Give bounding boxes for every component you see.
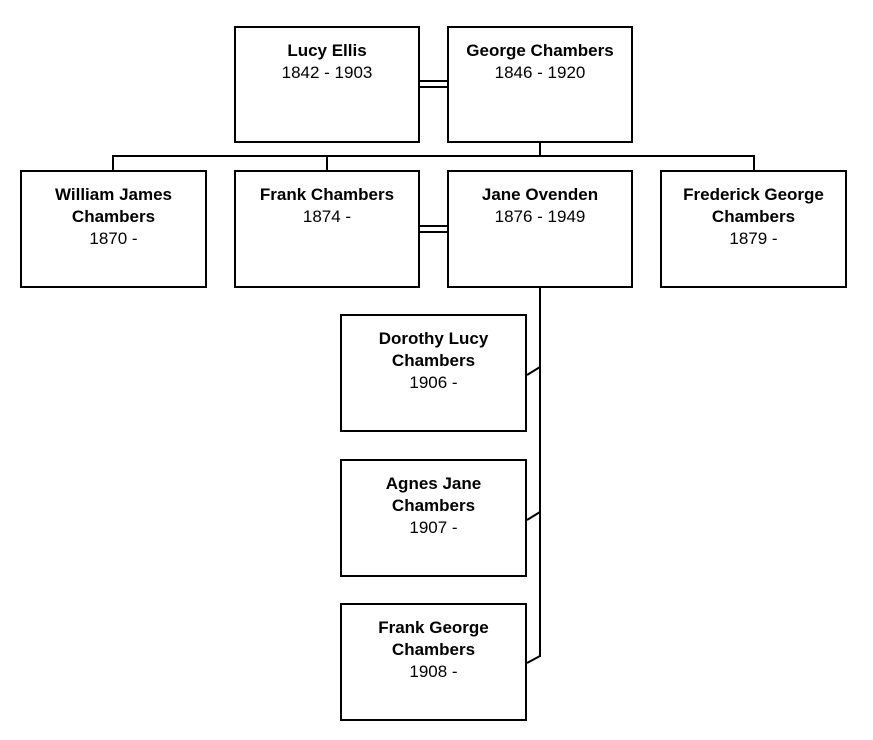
person-box-lucy-ellis[interactable]: Lucy Ellis 1842 - 1903 — [234, 26, 420, 143]
person-dates: 1870 - — [89, 229, 138, 248]
person-box-dorothy-lucy-chambers[interactable]: Dorothy Lucy Chambers 1906 - — [340, 314, 527, 432]
child-link-agnes — [526, 511, 541, 521]
person-name: Lucy Ellis — [287, 41, 367, 60]
person-dates: 1906 - — [409, 373, 458, 392]
person-name: Jane Ovenden — [481, 185, 599, 204]
child-link-dorothy — [526, 366, 541, 376]
person-name: Dorothy Lucy Chambers — [378, 329, 489, 370]
person-box-agnes-jane-chambers[interactable]: Agnes Jane Chambers 1907 - — [340, 459, 527, 577]
person-dates: 1846 - 1920 — [494, 63, 586, 82]
person-name: George Chambers — [466, 41, 614, 60]
person-name: Frederick George Chambers — [683, 185, 824, 226]
person-box-jane-ovenden[interactable]: Jane Ovenden 1876 - 1949 — [447, 170, 633, 288]
person-box-george-chambers[interactable]: George Chambers 1846 - 1920 — [447, 26, 633, 143]
person-dates: 1874 - — [302, 207, 352, 226]
person-box-frederick-george-chambers[interactable]: Frederick George Chambers 1879 - — [660, 170, 847, 288]
person-dates: 1907 - — [409, 518, 458, 537]
person-name: Frank George Chambers — [378, 618, 489, 659]
person-dates: 1908 - — [409, 662, 458, 681]
person-name: Agnes Jane Chambers — [385, 474, 482, 515]
person-box-frank-george-chambers[interactable]: Frank George Chambers 1908 - — [340, 603, 527, 721]
person-name: Frank Chambers — [259, 185, 395, 204]
person-box-william-james-chambers[interactable]: William James Chambers 1870 - — [20, 170, 207, 288]
person-box-frank-chambers[interactable]: Frank Chambers 1874 - — [234, 170, 420, 288]
person-name: William James Chambers — [54, 185, 173, 226]
child-link-frank-george — [526, 655, 541, 664]
person-dates: 1879 - — [729, 229, 778, 248]
person-dates: 1876 - 1949 — [494, 207, 586, 226]
person-dates: 1842 - 1903 — [281, 63, 373, 82]
